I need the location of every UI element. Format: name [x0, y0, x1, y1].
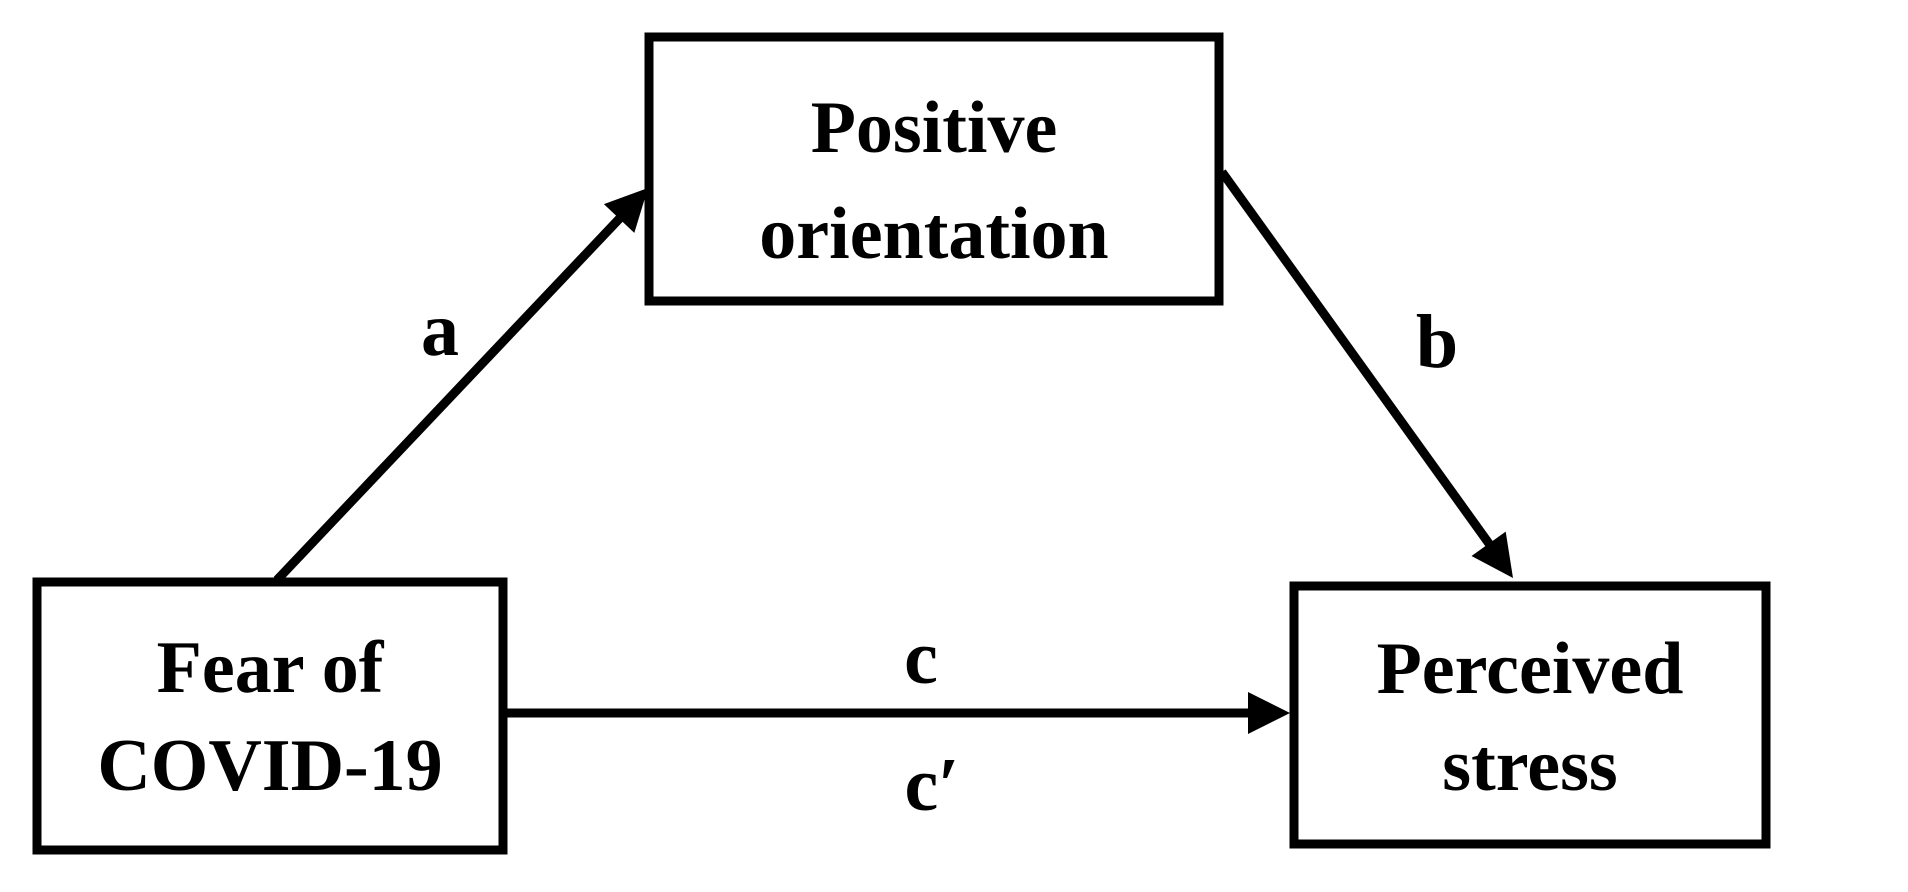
node-perceived-stress-label-line2: stress — [1442, 725, 1617, 807]
path-b-arrowhead-icon — [1471, 531, 1513, 578]
path-c-arrowhead-icon — [1248, 692, 1290, 734]
node-perceived-stress-box — [1289, 581, 1771, 849]
node-fear-of-covid19-box — [32, 577, 508, 855]
node-positive-orientation-label-line1: Positive — [811, 87, 1058, 169]
path-a-line — [273, 214, 624, 584]
node-perceived-stress-label-line1: Perceived — [1377, 628, 1684, 710]
path-b-line — [1218, 169, 1494, 548]
path-a-arrowhead-icon — [603, 188, 648, 233]
node-fear-of-covid19-label-line2: COVID-19 — [97, 725, 442, 807]
path-b-label: b — [1416, 300, 1458, 384]
path-c-prime-label: c′ — [904, 743, 959, 827]
path-c-label: c — [904, 616, 938, 700]
node-fear-of-covid19-label-line1: Fear of — [157, 627, 385, 709]
path-a-label: a — [421, 288, 459, 372]
node-positive-orientation-label-line2: orientation — [759, 193, 1108, 275]
node-positive-orientation-box — [644, 32, 1224, 306]
